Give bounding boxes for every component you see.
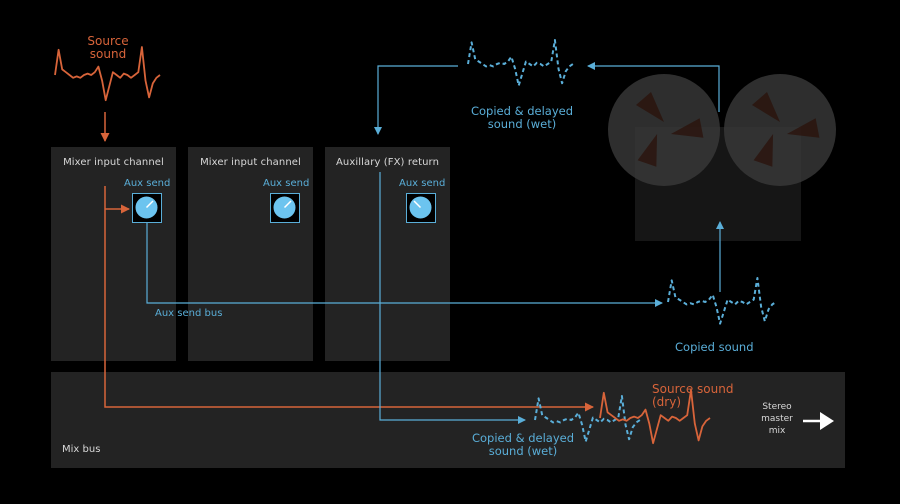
waveform-line: [534, 395, 641, 443]
aux-fx-return-channel: Auxillary (FX) return: [325, 147, 450, 361]
rotary-knob-icon: [273, 196, 296, 219]
output-line1: Stereo: [762, 402, 792, 412]
rotary-knob-icon: [409, 196, 432, 219]
waveform-line: [667, 277, 777, 325]
delayed-label-line1: Copied & delayed: [470, 104, 573, 118]
mixer-input-channel-2: Mixer input channel: [188, 147, 313, 361]
delayed-label-line2: sound (wet): [487, 117, 557, 131]
copied-sound-label: Copied sound: [675, 340, 754, 354]
dry-label-line2: (dry): [652, 395, 682, 409]
wet-sound-label-mix: Copied & delayed sound (wet): [463, 432, 583, 458]
dry-label-line1: Source sound: [652, 382, 734, 396]
aux-send-label-1: Aux send: [124, 178, 171, 189]
output-line2: master: [761, 414, 793, 424]
aux-send-label-2: Aux send: [263, 178, 310, 189]
delayed-return-path: [374, 65, 458, 135]
tape-reel-right: [724, 74, 836, 186]
source-label-line2: sound: [89, 47, 127, 61]
mix-dry-waveform-icon: [599, 389, 711, 445]
tape-reel-left: [608, 74, 720, 186]
channel-title: Mixer input channel: [63, 157, 164, 168]
aux-send-knob-1[interactable]: [132, 193, 162, 223]
mix-bus-title: Mix bus: [62, 444, 101, 455]
mix-wet-waveform-icon: [534, 395, 641, 443]
dry-signal-path: [104, 186, 594, 412]
channel-title: Mixer input channel: [200, 157, 301, 168]
aux-send-knob-2[interactable]: [270, 193, 300, 223]
delayed-waveform-icon: [467, 39, 574, 87]
wet-label-line1: Copied & delayed: [471, 431, 574, 445]
rotary-knob-icon: [135, 196, 158, 219]
source-label-line1: Source: [87, 34, 129, 48]
aux-send-knob-3[interactable]: [406, 193, 436, 223]
waveform-line: [599, 389, 711, 445]
aux-send-bus-label: Aux send bus: [155, 308, 223, 319]
aux-send-label-3: Aux send: [399, 178, 446, 189]
wet-label-line2: sound (wet): [488, 444, 558, 458]
output-line3: mix: [768, 426, 786, 436]
copied-waveform-icon: [667, 277, 777, 325]
dry-sound-label: Source sound (dry): [652, 383, 733, 409]
arrow-right-icon: [803, 412, 834, 430]
delayed-sound-label-top: Copied & delayed sound (wet): [462, 105, 582, 131]
stereo-master-mix-label: Stereo master mix: [752, 401, 802, 437]
tape-output-path: [587, 62, 720, 112]
mixer-input-channel-1: Mixer input channel: [51, 147, 176, 361]
waveform-line: [467, 39, 574, 87]
source-waveform-icon: [54, 46, 161, 102]
channel-title: Auxillary (FX) return: [335, 157, 440, 168]
aux-send-bus-path: [146, 223, 663, 307]
fx-return-to-mix-path: [379, 172, 526, 424]
waveform-line: [54, 46, 161, 102]
source-sound-label: Source sound: [78, 35, 138, 61]
